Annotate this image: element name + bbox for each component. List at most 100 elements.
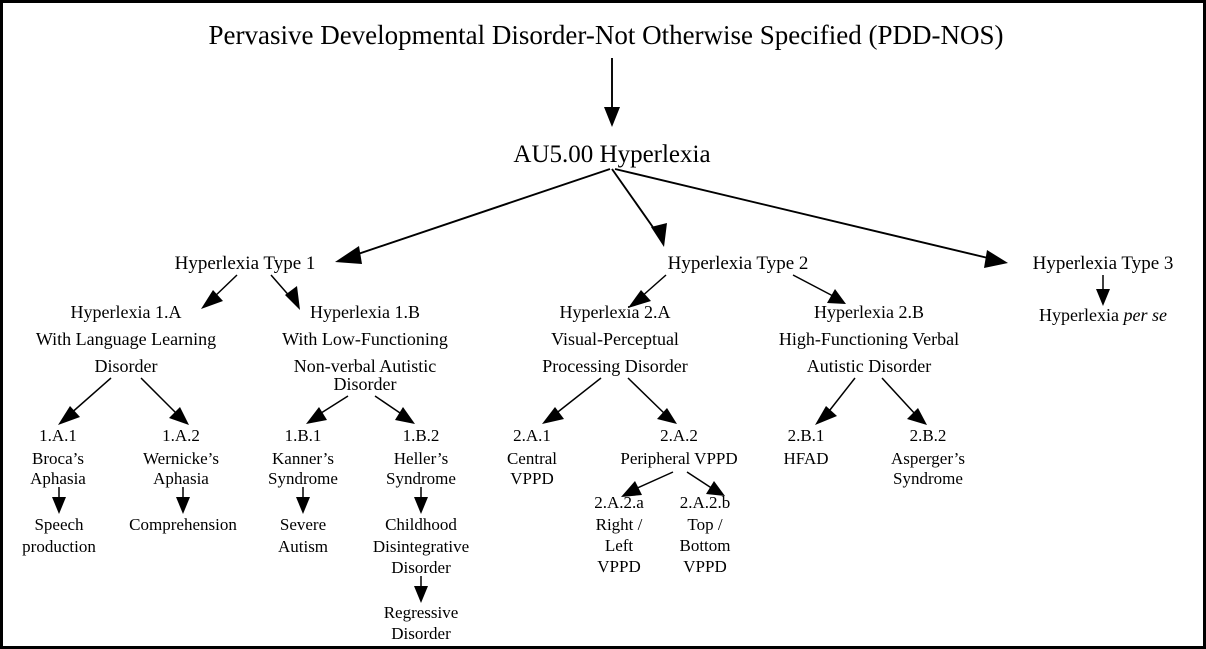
node-hyperlexia-2b: Hyperlexia 2.B High-Functioning Verbal A… [779, 302, 959, 376]
edge-h1a-to-1a2 [140, 377, 189, 425]
arrow-head-icon [201, 290, 223, 309]
edge-h2a-to-2a2 [627, 377, 677, 424]
edge-root-to-type1 [335, 168, 611, 264]
node-1b2-outcome2-line1: Regressive [384, 603, 459, 622]
edge-h2b-to-2b1 [815, 377, 856, 425]
edge-type1-to-h1a [201, 274, 238, 309]
node-1b1-name-line1: Kanner’s [272, 449, 334, 468]
node-1b2-outcome-line1: Childhood [385, 515, 457, 534]
arrow-head-icon [176, 497, 190, 514]
edge-root-to-type2 [611, 168, 667, 247]
node-2a1: 2.A.1 Central VPPD [507, 426, 557, 488]
node-1a-code: Hyperlexia 1.A [71, 302, 182, 322]
node-1a2: 1.A.2 Wernicke’s Aphasia [143, 426, 219, 488]
arrow-head-icon [1096, 289, 1110, 306]
node-1a1-code: 1.A.1 [39, 426, 77, 445]
node-2a2a-code: 2.A.2.a [594, 493, 644, 512]
node-hyperlexia-1b: Hyperlexia 1.B With Low-Functioning Non-… [282, 302, 448, 394]
arrow-head-icon [542, 407, 564, 424]
arrow-head-icon [414, 586, 428, 603]
edge-type2-to-h2a [628, 274, 667, 308]
node-2a1-code: 2.A.1 [513, 426, 551, 445]
edge-1b2-to-cdd [414, 487, 428, 514]
node-1b1: 1.B.1 Kanner’s Syndrome [268, 426, 338, 488]
arrow-head-icon [907, 408, 927, 425]
node-1a1-outcome-line1: Speech [34, 515, 84, 534]
edge-h2b-to-2b2 [881, 377, 927, 425]
node-2a2b: 2.A.2.b Top / Bottom VPPD [679, 493, 730, 576]
arrow-head-icon [285, 286, 300, 310]
node-2a2b-name-line1: Top / [687, 515, 722, 534]
node-1b2-name-line2: Syndrome [386, 469, 456, 488]
node-2b1-name-line1: HFAD [783, 449, 828, 468]
node-2a2a: 2.A.2.a Right / Left VPPD [594, 493, 644, 576]
node-2a1-name-line1: Central [507, 449, 557, 468]
hierarchy-diagram: Pervasive Developmental Disorder-Not Oth… [22, 20, 1174, 643]
node-1a1: 1.A.1 Broca’s Aphasia [30, 426, 86, 488]
node-1b2-outcome: Childhood Disintegrative Disorder [373, 515, 469, 577]
node-1b2-outcome2: Regressive Disorder [384, 603, 459, 643]
node-1b1-outcome: Severe Autism [278, 515, 328, 556]
node-1a2-outcome: Comprehension [129, 515, 237, 534]
node-2a2-code: 2.A.2 [660, 426, 698, 445]
node-1a1-name-line1: Broca’s [32, 449, 84, 468]
node-hyperlexia-per-se: Hyperlexia per se [1039, 305, 1167, 325]
node-hyperlexia-1a: Hyperlexia 1.A With Language Learning Di… [36, 302, 216, 376]
node-hyperlexia-type-1: Hyperlexia Type 1 [175, 253, 316, 274]
node-2a1-name-line2: VPPD [510, 469, 553, 488]
arrow-head-icon [984, 250, 1008, 268]
node-1b1-code: 1.B.1 [285, 426, 322, 445]
edge-1b1-to-severeautism [296, 487, 310, 514]
edge-h1b-to-1b1 [306, 395, 349, 424]
node-1b2-name-line1: Heller’s [394, 449, 448, 468]
arrow-head-icon [706, 481, 725, 496]
node-2b2-code: 2.B.2 [910, 426, 947, 445]
node-1a1-outcome-line2: production [22, 537, 96, 556]
node-2b-desc-line1: High-Functioning Verbal [779, 329, 959, 349]
edge-type3-to-persse [1096, 275, 1110, 306]
node-1b-code: Hyperlexia 1.B [310, 302, 420, 322]
edge-2a2-to-2a2b [686, 471, 725, 496]
edge-h1b-to-1b2 [374, 395, 415, 424]
node-2b-desc-line2: Autistic Disorder [807, 356, 931, 376]
node-2a2b-code: 2.A.2.b [680, 493, 731, 512]
node-1a2-name-line2: Aphasia [153, 469, 209, 488]
edge-title-to-root [604, 58, 620, 127]
node-1b2-outcome2-line2: Disorder [391, 624, 451, 643]
node-1b-desc-line1: With Low-Functioning [282, 329, 448, 349]
node-hyperlexia-type-2: Hyperlexia Type 2 [668, 253, 809, 274]
node-2b1: 2.B.1 HFAD [783, 426, 828, 468]
node-2b-code: Hyperlexia 2.B [814, 302, 924, 322]
node-2a-desc-line1: Visual-Perceptual [551, 329, 679, 349]
arrow-head-icon [604, 107, 620, 127]
arrow-head-icon [52, 497, 66, 514]
arrow-head-icon [395, 407, 415, 424]
edge-type1-to-h1b [270, 274, 300, 310]
arrow-head-icon [815, 406, 837, 425]
node-2a2: 2.A.2 Peripheral VPPD [620, 426, 737, 468]
node-hyperlexia-type-3: Hyperlexia Type 3 [1033, 253, 1174, 274]
edge-1a2-to-comprehension [176, 487, 190, 514]
arrow-head-icon [169, 407, 189, 425]
node-1b1-name-line2: Syndrome [268, 469, 338, 488]
node-1a1-outcome: Speech production [22, 515, 96, 556]
root-node-label: AU5.00 Hyperlexia [513, 141, 710, 168]
edge-h2a-to-2a1 [542, 377, 602, 424]
edge-cdd-to-regressive [414, 576, 428, 603]
arrow-head-icon [296, 497, 310, 514]
node-1b1-outcome-line1: Severe [280, 515, 326, 534]
node-1a1-name-line2: Aphasia [30, 469, 86, 488]
node-2a2a-name-line3: VPPD [597, 557, 640, 576]
node-2a-code: Hyperlexia 2.A [560, 302, 671, 322]
node-hyperlexia-2a: Hyperlexia 2.A Visual-Perceptual Process… [542, 302, 687, 376]
node-2b2-name-line1: Asperger’s [891, 449, 965, 468]
arrow-head-icon [414, 497, 428, 514]
node-2b1-code: 2.B.1 [788, 426, 825, 445]
node-1a2-code: 1.A.2 [162, 426, 200, 445]
arrow-head-icon [306, 407, 327, 424]
node-1b-desc-line2: Non-verbal Autistic [294, 356, 436, 376]
edge-root-to-type3 [614, 168, 1008, 268]
node-2a2-name-line1: Peripheral VPPD [620, 449, 737, 468]
node-1b2-outcome-line3: Disorder [391, 558, 451, 577]
